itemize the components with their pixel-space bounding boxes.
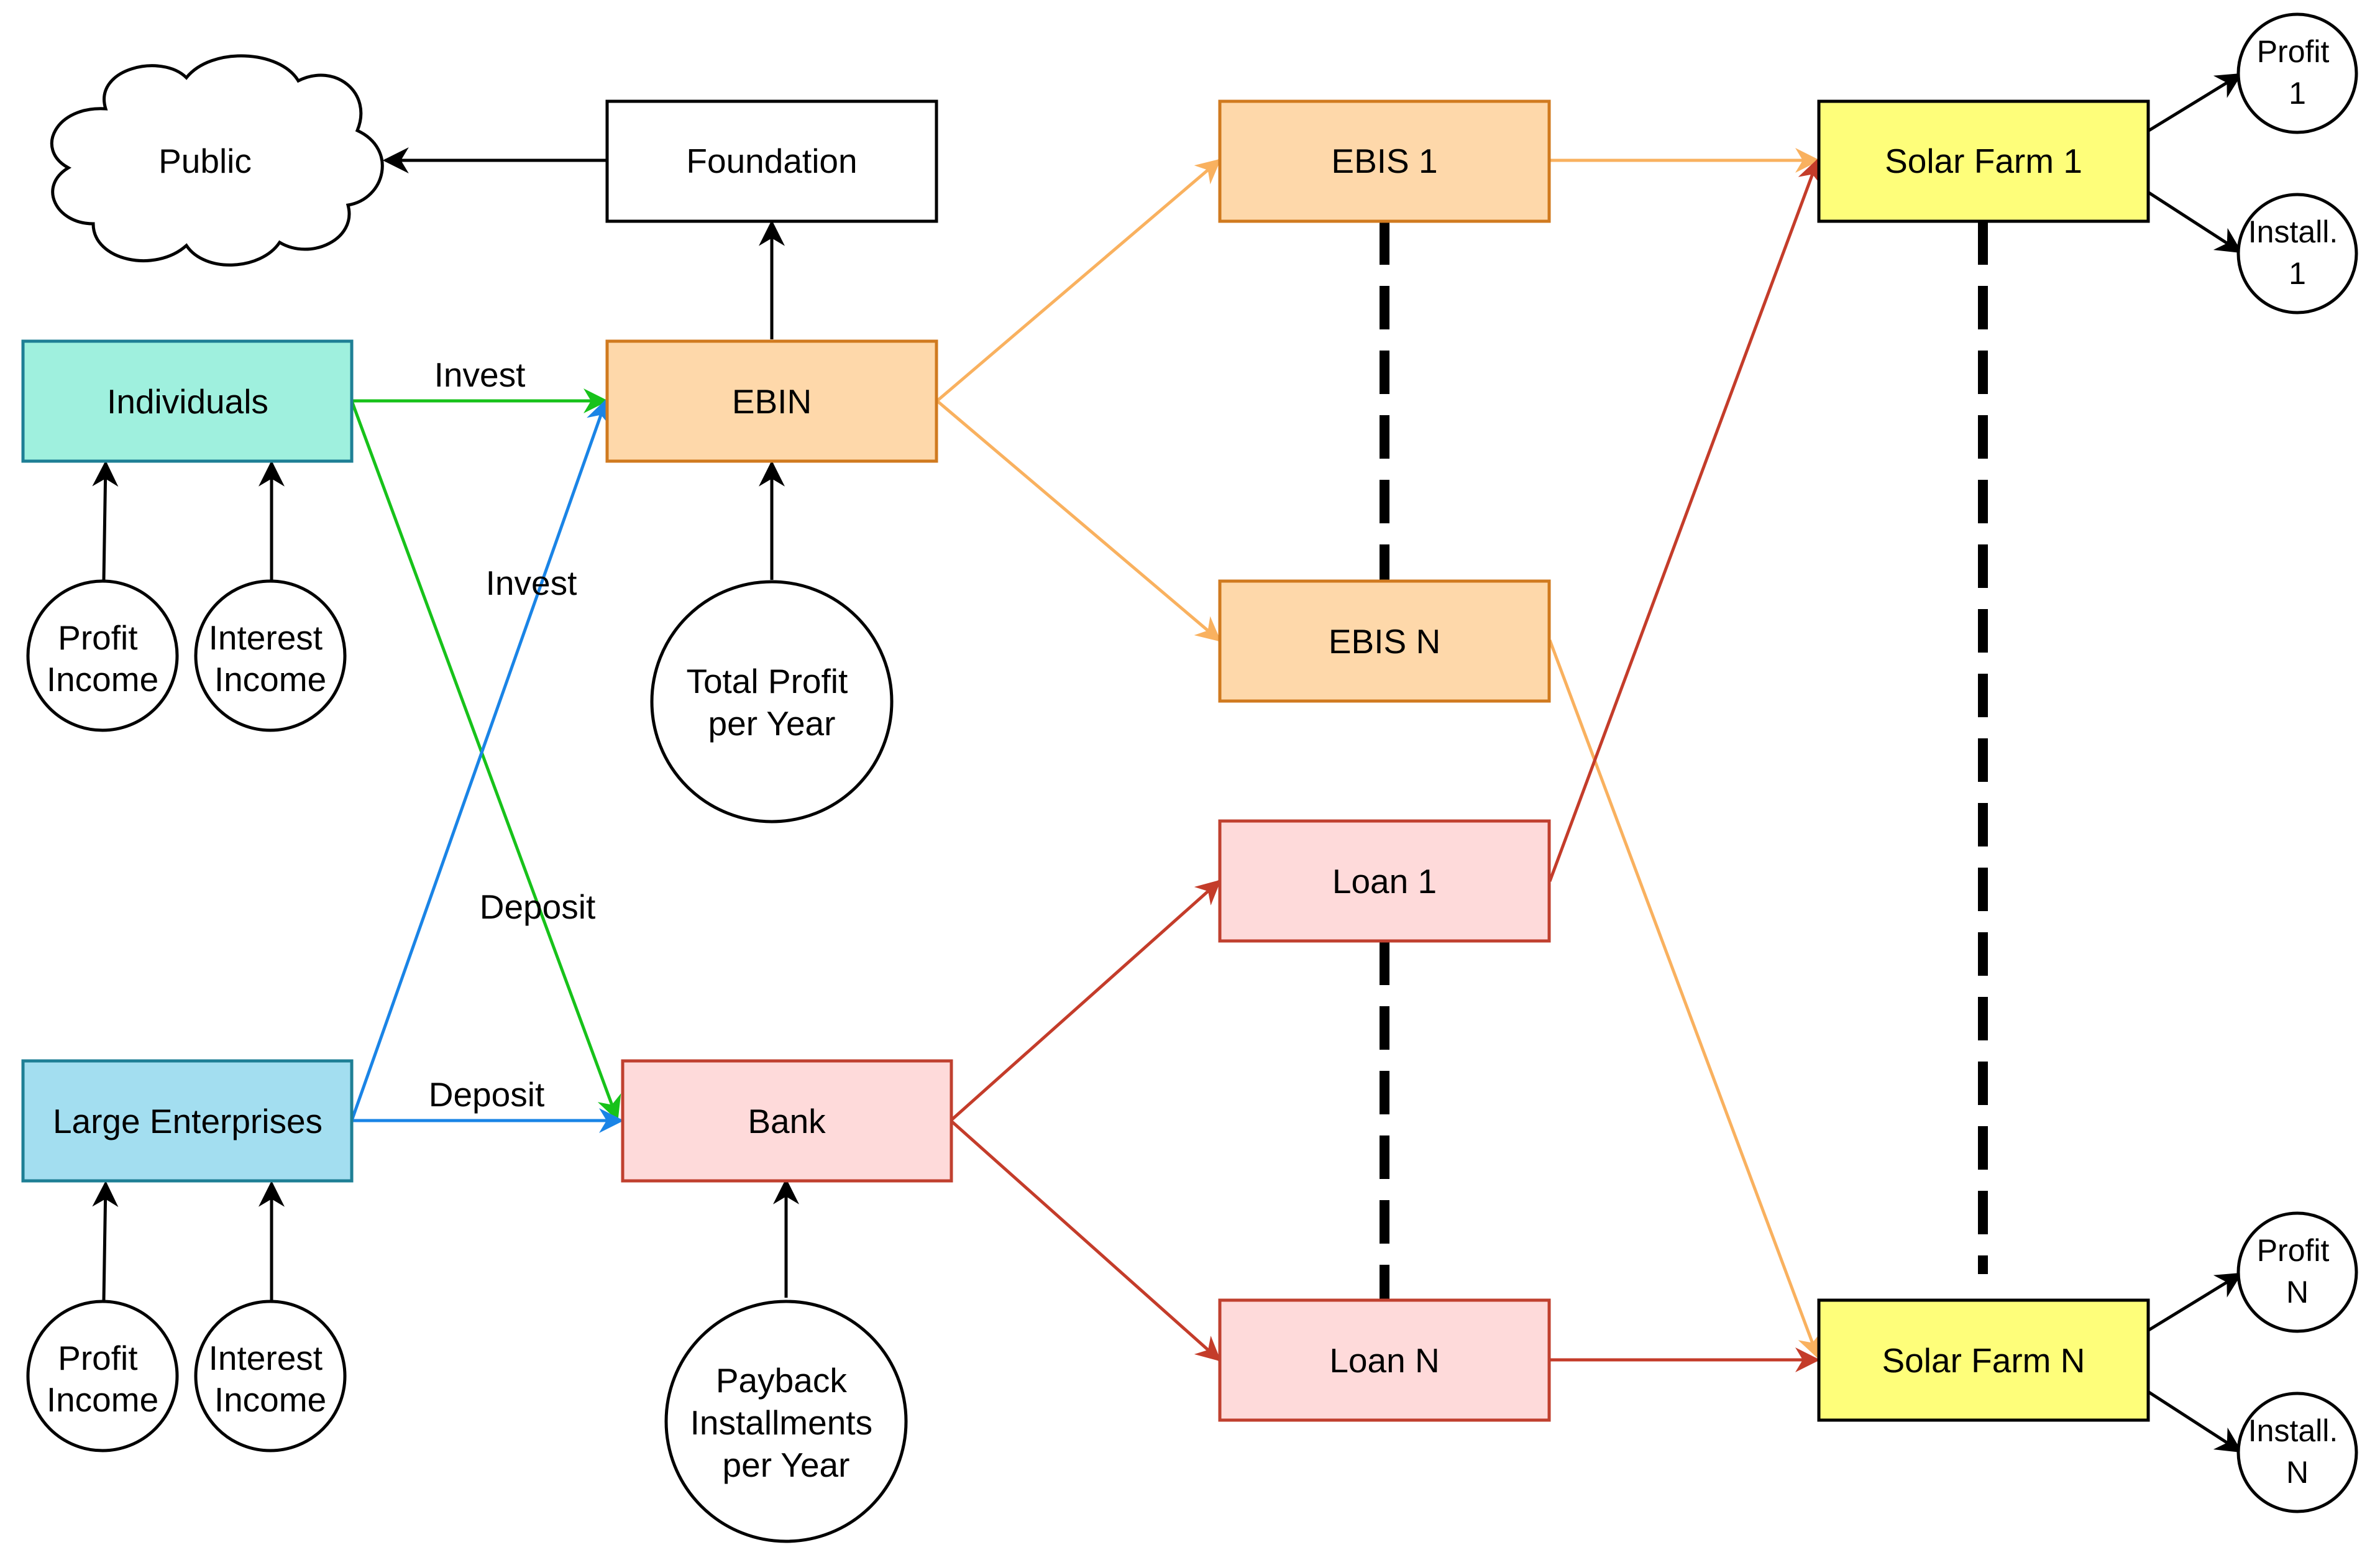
edge-ebin-to-ebisn	[936, 400, 1222, 642]
node-loan-1: Loan 1	[1218, 819, 1551, 943]
node-ind-interest-income: Interest Income	[194, 579, 347, 732]
node-solar-farm-n: Solar Farm N	[1817, 1298, 2150, 1422]
large-enterprises-label: Large Enterprises	[53, 1102, 323, 1140]
edge-label-invest-enterprises: Invest	[486, 564, 577, 602]
ebis-n-label: EBIS N	[1329, 622, 1440, 661]
solar-farm-1-label: Solar Farm 1	[1885, 142, 2082, 180]
ebis-1-label: EBIS 1	[1331, 142, 1437, 180]
edge-bank-to-loan1	[950, 879, 1221, 1122]
profit-n-label: Profit N	[2257, 1233, 2338, 1310]
edge-ebin-to-ebis1	[936, 158, 1222, 402]
node-ebis-n: EBIS N	[1218, 579, 1551, 703]
edge-le-profit-income	[92, 1180, 119, 1301]
node-install-n: Install. N	[2236, 1392, 2358, 1513]
edge-label-invest-individuals: Invest	[434, 355, 526, 394]
node-individuals: Individuals	[21, 339, 354, 463]
ind-profit-income-label: Profit Income	[47, 618, 158, 699]
payback-label: Payback Installments per Year	[690, 1361, 882, 1484]
node-ebin: EBIN	[605, 339, 938, 463]
total-profit-label: Total Profit per Year	[686, 662, 857, 743]
install-n-label: Install. N	[2248, 1413, 2346, 1490]
node-large-enterprises: Large Enterprises	[21, 1059, 354, 1183]
edge-enterprises-to-ebin	[350, 398, 610, 1121]
edge-sfn-to-profitn	[2148, 1272, 2243, 1332]
edge-label-deposit-enterprises: Deposit	[429, 1075, 544, 1114]
node-loan-n: Loan N	[1218, 1298, 1551, 1422]
loan-n-label: Loan N	[1329, 1341, 1439, 1380]
node-payback-installments: Payback Installments per Year	[664, 1300, 908, 1543]
edge-sfn-to-installn	[2148, 1390, 2243, 1453]
public-label: Public	[158, 142, 252, 180]
edge-sf1-to-install1	[2148, 191, 2243, 254]
le-profit-income-label: Profit Income	[47, 1339, 158, 1419]
le-interest-income-label: Interest Income	[209, 1339, 332, 1419]
node-profit-n: Profit N	[2236, 1211, 2358, 1333]
edge-label-deposit-individuals: Deposit	[480, 888, 595, 926]
node-foundation: Foundation	[605, 99, 938, 223]
edge-ebisn-to-sfn	[1548, 640, 1822, 1359]
install-1-label: Install. 1	[2248, 214, 2346, 291]
loan-1-label: Loan 1	[1332, 862, 1437, 901]
edge-sf1-to-profit1	[2148, 73, 2243, 132]
node-install-1: Install. 1	[2236, 193, 2358, 314]
ind-interest-income-label: Interest Income	[209, 618, 332, 699]
node-solar-farm-1: Solar Farm 1	[1817, 99, 2150, 223]
node-ebis-1: EBIS 1	[1218, 99, 1551, 223]
bank-label: Bank	[748, 1102, 826, 1140]
node-public: Public	[50, 54, 384, 267]
edge-individuals-to-bank	[350, 400, 621, 1121]
node-bank: Bank	[621, 1059, 953, 1183]
node-ind-profit-income: Profit Income	[26, 579, 179, 732]
ebin-label: EBIN	[732, 382, 812, 421]
node-le-interest-income: Interest Income	[194, 1300, 347, 1452]
node-le-profit-income: Profit Income	[26, 1300, 179, 1452]
individuals-label: Individuals	[107, 382, 268, 421]
edge-bank-to-loann	[950, 1119, 1221, 1362]
edge-loan1-to-sf1	[1548, 158, 1822, 882]
foundation-label: Foundation	[686, 142, 857, 180]
node-profit-1: Profit 1	[2236, 12, 2358, 134]
node-total-profit-per-year: Total Profit per Year	[650, 580, 894, 823]
edge-ind-profit-income	[92, 460, 119, 580]
profit-1-label: Profit 1	[2257, 34, 2338, 111]
solar-farm-n-label: Solar Farm N	[1882, 1341, 2085, 1380]
cloud-shape	[50, 54, 384, 267]
